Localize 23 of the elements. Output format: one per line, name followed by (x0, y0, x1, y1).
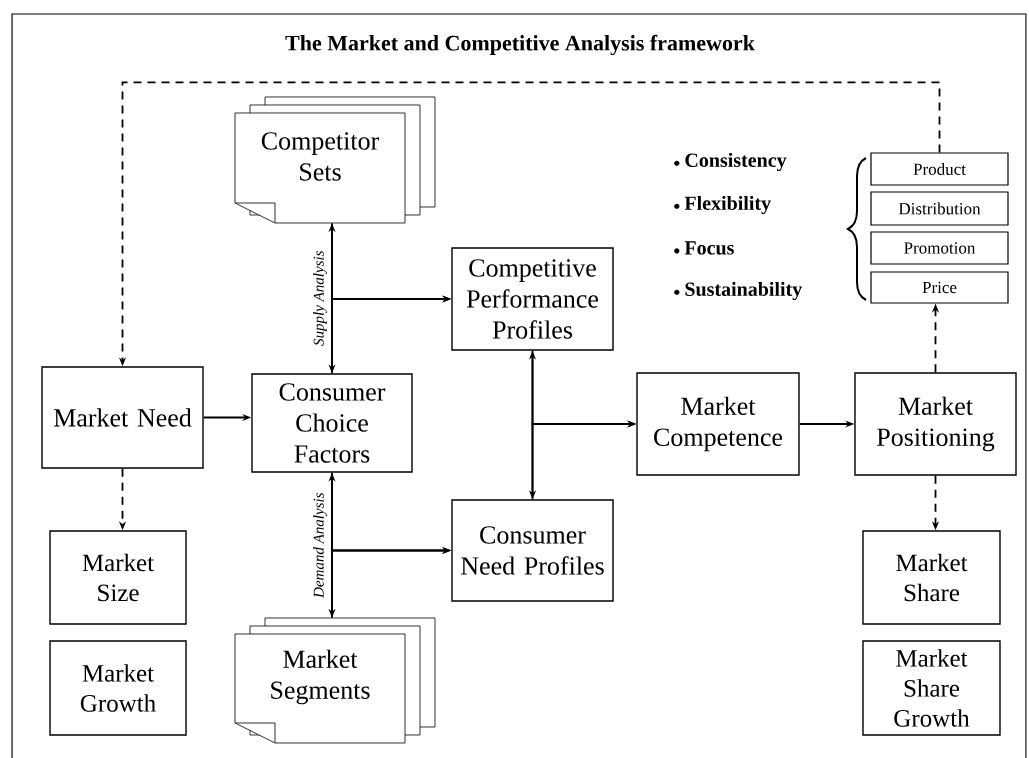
mix-box: Price (870, 271, 1009, 304)
process-box: Consumer Choice Factors (251, 373, 413, 473)
process-box: Market Positioning (854, 372, 1017, 476)
document-stack: Market Segments (234, 617, 436, 744)
process-box: Market Competence (636, 372, 800, 476)
edge-label: Demand Analysis (312, 491, 328, 599)
process-box: Market Need (41, 366, 204, 469)
title: The Market and Competitive Analysis framework (285, 34, 755, 56)
process-box: Competitive Performance Profiles (451, 247, 614, 351)
process-box: Consumer Need Profiles (451, 499, 614, 602)
bullet-item: Consistency (674, 152, 787, 172)
bullet-item: Sustainability (674, 281, 802, 301)
process-box: Market Share Growth (862, 640, 1001, 736)
document-stack: Competitor Sets (234, 96, 436, 224)
edge-label: Supply Analysis (312, 249, 328, 347)
bullet-item: Flexibility (674, 195, 771, 215)
bullet-item: Focus (674, 241, 734, 255)
process-box: Market Size (49, 530, 187, 625)
process-box: Market Share (862, 530, 1001, 625)
process-box: Market Growth (49, 640, 187, 736)
mix-box: Product (870, 152, 1009, 186)
mix-box: Distribution (870, 191, 1009, 226)
mix-box: Promotion (870, 231, 1009, 265)
